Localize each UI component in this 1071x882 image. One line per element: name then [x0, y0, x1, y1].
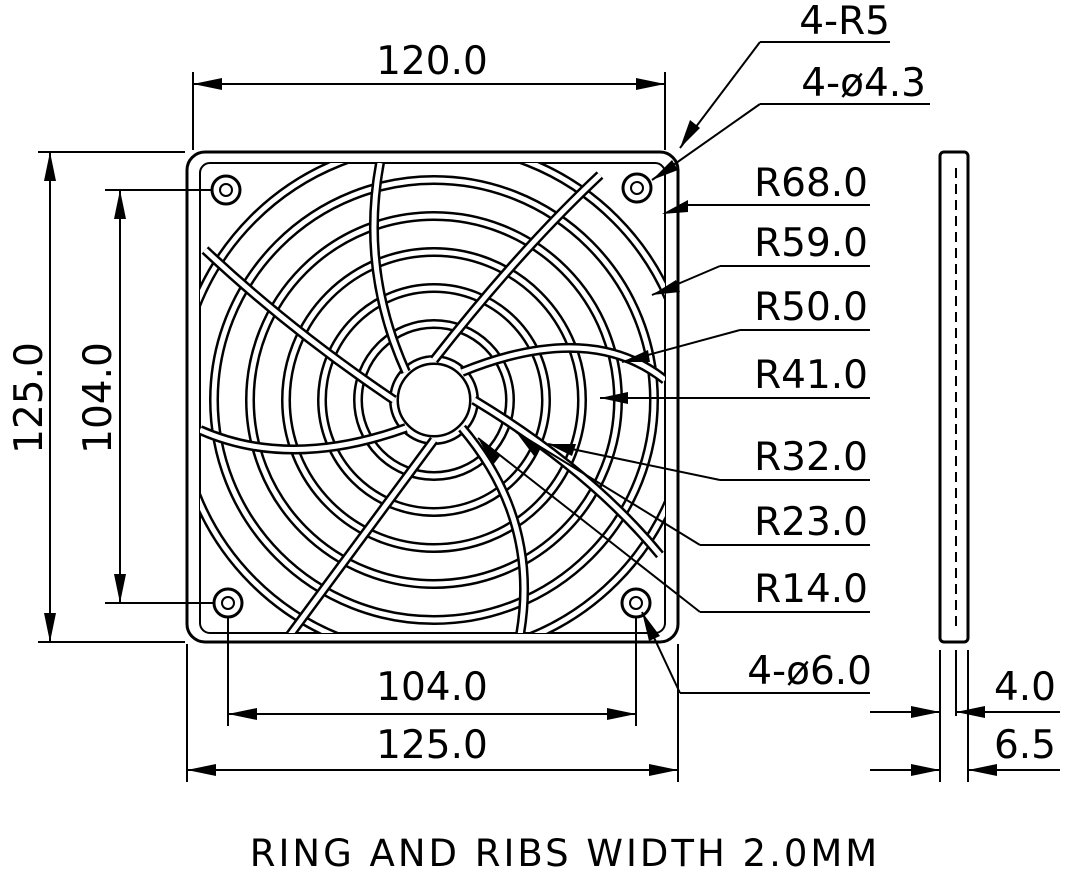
dimension-lines: [38, 41, 1060, 782]
note-ring-width: RING AND RIBS WIDTH 2.0MM: [250, 832, 880, 875]
dim-overall-width: 125.0: [376, 723, 488, 768]
dim-thickness-inner: 4.0: [994, 665, 1056, 710]
callout-small-hole: 4-ø4.3: [801, 61, 926, 106]
hole-top-right: [621, 172, 653, 204]
hole-bottom-right: [620, 587, 652, 619]
guard-side-view: [938, 150, 970, 782]
side-profile: [938, 150, 970, 644]
grille: [200, 163, 665, 633]
dim-thickness-outer: 6.5: [994, 723, 1056, 768]
hole-bottom-left: [212, 587, 244, 619]
dim-hole-spacing-vertical: 104.0: [76, 342, 121, 454]
dim-overall-height: 125.0: [7, 342, 52, 454]
callout-r50: R50.0: [754, 285, 868, 330]
dim-top-width: 120.0: [376, 39, 488, 84]
callout-large-hole: 4-ø6.0: [747, 649, 872, 694]
callout-r32: R32.0: [754, 435, 868, 480]
callout-r68: R68.0: [754, 161, 868, 206]
rings: [200, 163, 665, 633]
dim-hole-spacing-horizontal: 104.0: [376, 665, 488, 710]
spiral-ribs: [200, 163, 665, 633]
dimension-labels: 120.0 125.0 104.0 104.0 125.0 4.0 6.5 4-…: [7, 0, 1056, 875]
callout-r59: R59.0: [754, 221, 868, 266]
callout-r14: R14.0: [754, 567, 868, 612]
callout-corner-radius: 4-R5: [799, 0, 890, 44]
inner-frame: [199, 162, 666, 634]
guard-front-view: [185, 150, 680, 644]
callout-r23: R23.0: [754, 500, 868, 545]
callout-r41: R41.0: [754, 353, 868, 398]
hole-top-left: [210, 174, 242, 206]
